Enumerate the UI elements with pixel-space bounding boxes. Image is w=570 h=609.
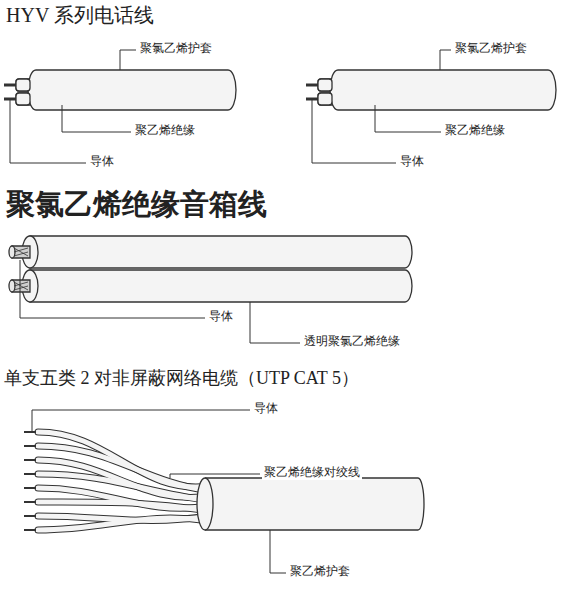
section-heading: HYV 系列电话线: [4, 4, 156, 27]
wire-conductor: [24, 515, 36, 517]
wire-conductor: [24, 431, 36, 433]
part-label: 透明聚氯乙烯绝缘: [302, 335, 402, 349]
hyv-cable-right: [306, 70, 556, 110]
part-label: 聚乙烯绝缘: [133, 124, 197, 138]
twisted-wire: [38, 502, 210, 511]
wire-conductor: [24, 473, 36, 475]
twisted-wire: [38, 518, 210, 530]
part-label: 聚乙烯绝缘对绞线: [262, 466, 362, 480]
section-heading: 聚氯乙烯绝缘音箱线: [4, 188, 269, 221]
part-label: 导体: [398, 155, 426, 169]
wire-conductor: [24, 501, 36, 503]
wire-conductor: [24, 445, 36, 447]
part-label: 导体: [252, 402, 280, 416]
leader-lines: [10, 50, 451, 573]
twisted-wire: [38, 502, 210, 511]
speaker-cable: [9, 236, 412, 302]
twisted-wire: [38, 518, 210, 530]
hyv-cable-left: [4, 70, 236, 110]
part-label: 聚乙烯绝缘: [443, 124, 507, 138]
twisted-wire: [38, 460, 210, 497]
part-label: 导体: [88, 155, 116, 169]
wire-conductor: [24, 487, 36, 489]
part-label: 导体: [207, 310, 235, 324]
part-label: 聚氯乙烯护套: [453, 42, 529, 56]
utp-cable: [24, 432, 424, 530]
wire-conductor: [24, 459, 36, 461]
part-label: 聚乙烯护套: [288, 565, 352, 579]
part-label: 聚氯乙烯护套: [138, 42, 214, 56]
wire-conductor: [24, 529, 36, 531]
section-heading: 单支五类 2 对非屏蔽网络电缆（UTP CAT 5）: [2, 368, 361, 389]
